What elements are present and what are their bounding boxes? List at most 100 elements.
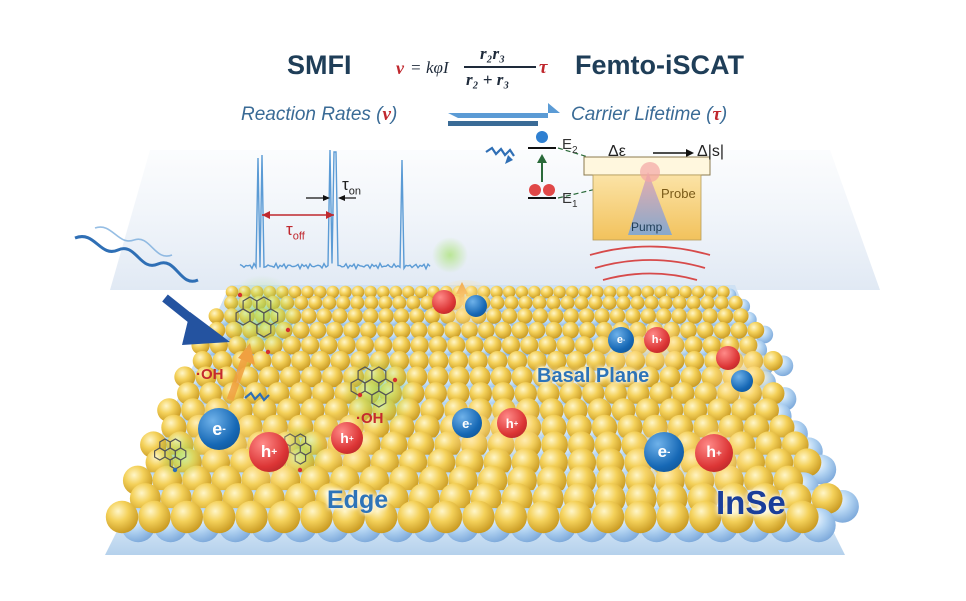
atom-gold <box>672 295 687 310</box>
atom-gold <box>540 285 554 299</box>
atom-gold <box>300 500 333 534</box>
photon-squiggle <box>244 391 270 402</box>
molecule-ring <box>256 320 272 338</box>
atom-gold <box>545 321 563 339</box>
atom-gold <box>518 295 533 310</box>
hydroxyl-radical-label-2: ·OH <box>356 410 384 427</box>
light-cone <box>110 150 880 290</box>
atom-gold <box>603 285 617 299</box>
atom-gold <box>811 483 843 515</box>
atom-gold <box>271 351 292 371</box>
molecule-atom <box>285 327 291 333</box>
atom-gold <box>528 285 541 299</box>
atom-gold <box>289 382 312 405</box>
atom-gold <box>691 285 705 299</box>
atom-gold <box>339 285 352 299</box>
atom-gold <box>414 285 428 299</box>
atom-gold <box>402 285 415 299</box>
atom-gold <box>511 366 533 388</box>
atom-gold <box>504 295 519 310</box>
atom-gold <box>717 285 730 299</box>
atom-gold <box>301 285 314 299</box>
atom-gold <box>300 398 325 423</box>
delta-epsilon-label: Δε <box>608 143 626 160</box>
atom-gold <box>574 295 589 310</box>
atom-gold <box>300 336 320 355</box>
atom-gold <box>428 336 448 355</box>
atom-gold <box>410 321 428 339</box>
atom-gold <box>427 366 449 388</box>
atom-gold <box>502 285 516 299</box>
atom-gold <box>656 500 689 534</box>
exchange-arrows <box>448 103 560 126</box>
atom-gold <box>574 366 597 388</box>
atom-gold <box>553 366 575 388</box>
molecule-atom <box>357 392 363 398</box>
material-label: InSe <box>716 484 786 521</box>
atom-gold <box>684 351 705 371</box>
atom-gold <box>578 308 595 324</box>
atom-gold <box>733 308 749 324</box>
atom-gold <box>501 336 521 355</box>
atom-gold <box>786 500 819 534</box>
molecule-atom <box>172 467 178 473</box>
hole-basal: h+ <box>644 327 670 353</box>
atom-gold <box>680 366 702 388</box>
atom-gold <box>628 285 642 299</box>
atom-gold <box>330 351 351 371</box>
atom-gold <box>174 366 196 388</box>
atom-gold <box>308 295 323 310</box>
e2-label: E2 <box>562 136 578 156</box>
equation-lhs: v <box>396 58 404 78</box>
e1-label: E1 <box>562 190 578 210</box>
atom-gold <box>532 308 548 324</box>
atom-gold <box>730 321 748 339</box>
atom-gold <box>713 321 731 339</box>
atom-gold <box>494 321 512 339</box>
atom-gold <box>546 295 561 310</box>
atom-gold <box>291 351 311 371</box>
molecule-ring <box>154 447 166 461</box>
atom-gold <box>336 295 351 310</box>
atom-gold <box>212 351 233 371</box>
atom-gold <box>591 500 625 534</box>
atom-gold <box>578 285 592 299</box>
atom-gold <box>364 295 379 310</box>
atom-gold <box>105 500 139 534</box>
atom-gold <box>515 285 529 299</box>
atom-gold <box>235 500 268 534</box>
atom-gold <box>392 295 407 310</box>
carrier-lifetime-text: Carrier Lifetime ( <box>571 104 713 125</box>
atom-gold <box>556 336 575 355</box>
atom-gold <box>574 336 594 355</box>
equation-denominator: r₂ + r₃ <box>466 70 510 89</box>
atom-gold <box>714 295 729 310</box>
atom-gold <box>528 321 546 339</box>
tau-on-label: τon <box>342 175 361 198</box>
atom-gold <box>364 285 377 299</box>
reaction-rates-text: Reaction Rates ( <box>241 104 383 125</box>
atom-gold <box>462 500 495 534</box>
atom-gold <box>429 500 463 534</box>
atom-gold <box>546 351 567 371</box>
carrier-lifetime-subtitle: Carrier Lifetime (τ) <box>571 104 727 126</box>
carrier-lifetime-close: ) <box>720 104 728 125</box>
atom-gold <box>448 351 469 371</box>
atom-gold <box>704 285 718 299</box>
atom-gold <box>319 336 338 355</box>
equation-prefix: kφI <box>426 58 449 77</box>
electron-particle <box>465 295 487 317</box>
atom-gold <box>312 382 335 405</box>
carrier-lifetime-symbol: τ <box>712 104 721 125</box>
atom-gold <box>538 336 557 355</box>
atom-gold <box>624 500 657 534</box>
atom-gold <box>654 285 667 299</box>
atom-gold <box>721 500 754 534</box>
atom-gold <box>578 321 596 339</box>
single-molecule-trace <box>239 149 431 271</box>
hole-basal-front: h+ <box>695 434 733 472</box>
hole-particle <box>432 290 456 314</box>
reaction-rates-subtitle: Reaction Rates (v) <box>241 104 397 126</box>
atom-gold <box>591 285 604 299</box>
equation-numerator: r₂r₃ <box>480 44 506 63</box>
